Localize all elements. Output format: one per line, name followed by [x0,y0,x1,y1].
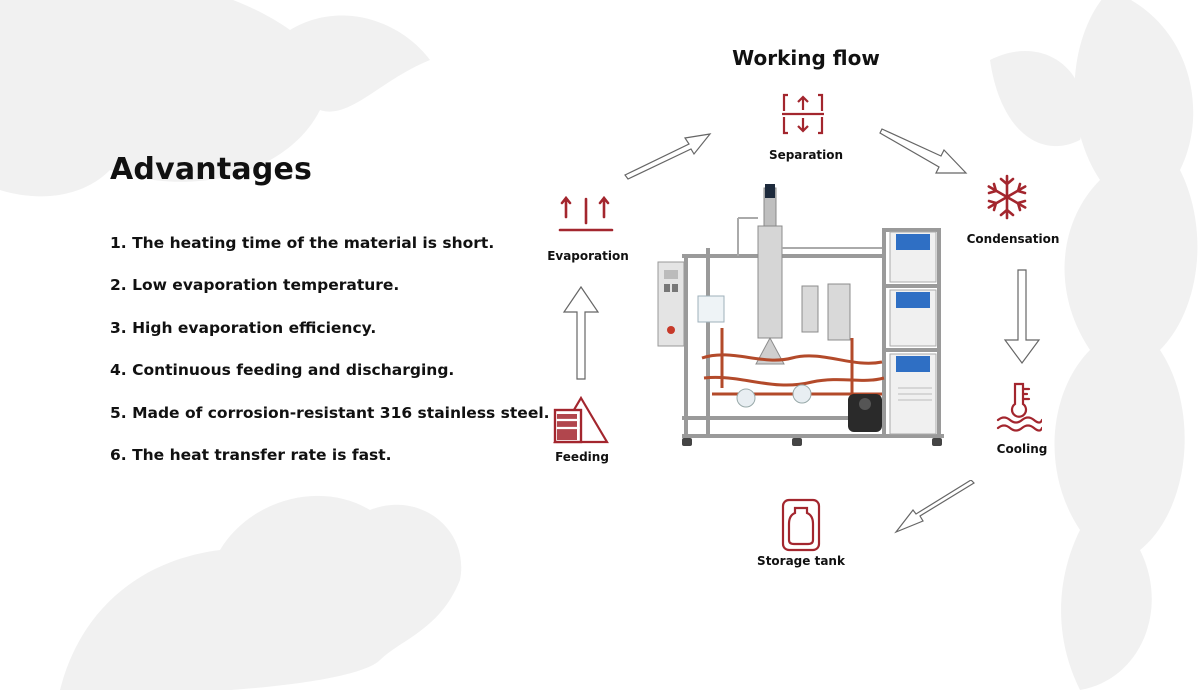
separation-label: Separation [768,148,844,162]
background-leaf-bottom-left [60,496,462,690]
separation-icon [780,91,826,137]
snowflake-icon [983,173,1031,221]
arrow-feeding-to-evaporation [562,285,600,380]
arrow-condensation-to-cooling [1003,269,1041,365]
feeding-icon [553,396,609,444]
arrow-evaporation-to-separation [624,133,712,180]
advantages-list: 1. The heating time of the material is s… [110,232,550,486]
advantage-item: 1. The heating time of the material is s… [110,234,495,252]
storage-tank-icon [781,498,821,552]
cooling-label: Cooling [996,442,1048,456]
evaporation-icon [558,193,614,235]
advantages-title: Advantages [110,152,313,187]
arrow-cooling-to-storage [894,480,975,534]
background-leaf-top-left [0,0,430,197]
advantage-item: 3. High evaporation efficiency. [110,318,377,337]
advantage-item: 5. Made of corrosion-resistant 316 stain… [110,403,550,422]
thermometer-waves-icon [996,380,1042,436]
condensation-label: Condensation [966,232,1060,246]
advantage-item: 6. The heat transfer rate is fast. [110,445,392,464]
background-leaf-right [990,0,1198,690]
advantage-item: 4. Continuous feeding and discharging. [110,361,455,380]
feeding-label: Feeding [555,450,609,464]
evaporation-label: Evaporation [547,249,629,263]
storage-tank-label: Storage tank [757,554,845,568]
distillation-machine-image [657,184,944,446]
advantage-item: 2. Low evaporation temperature. [110,276,400,295]
arrow-separation-to-condensation [879,128,968,174]
working-flow-title: Working flow [732,46,880,70]
